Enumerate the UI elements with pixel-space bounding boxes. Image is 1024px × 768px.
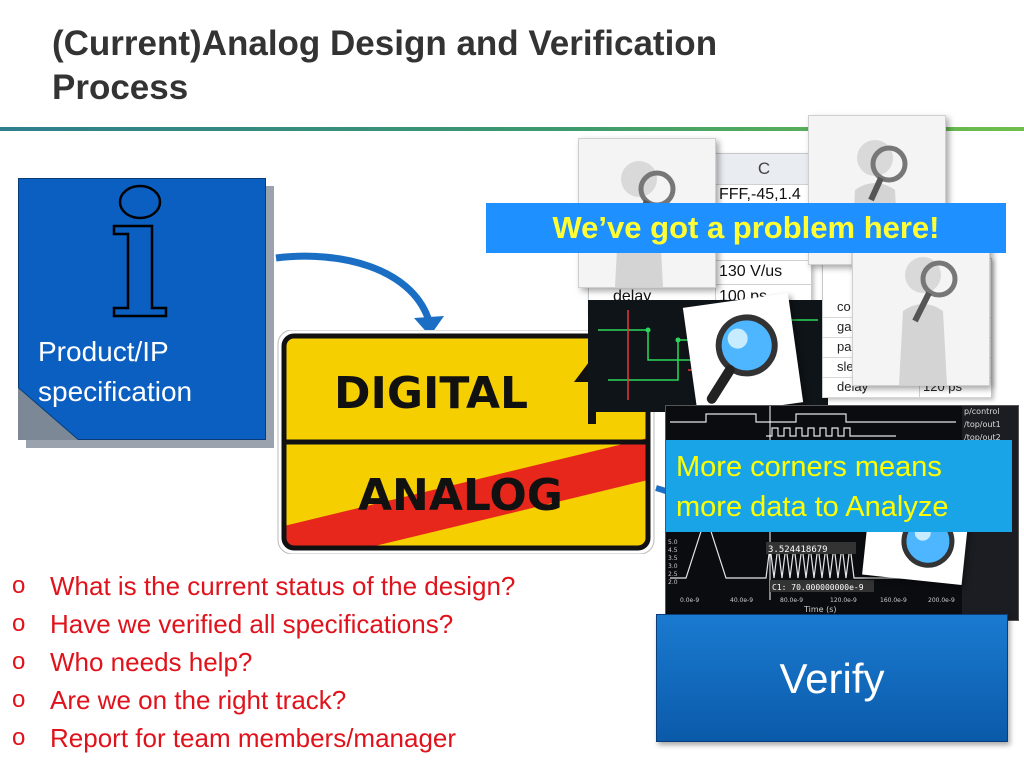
question-list: o What is the current status of the desig… bbox=[12, 567, 652, 757]
magnifier-icon bbox=[706, 314, 778, 404]
side-row-label: sle bbox=[837, 359, 854, 374]
value-label: 3.524418679 bbox=[768, 545, 828, 555]
x-tick: 0.0e-9 bbox=[680, 597, 699, 604]
question-text: Who needs help? bbox=[50, 647, 253, 677]
bullet-icon: o bbox=[12, 724, 26, 751]
list-item: o What is the current status of the desig… bbox=[12, 567, 652, 605]
cursor-label: C1: 70.000000000e-9 bbox=[772, 583, 864, 592]
title-line-1: (Current)Analog Design and Verification bbox=[52, 24, 718, 63]
y-tick: 4.5 bbox=[668, 547, 678, 554]
x-tick: 40.0e-9 bbox=[730, 597, 753, 604]
net-name: /top/out1 bbox=[964, 420, 1001, 429]
side-row-label: ga bbox=[837, 319, 852, 334]
y-tick: 3.5 bbox=[668, 555, 678, 562]
y-tick: 2.5 bbox=[668, 571, 678, 578]
corners-callout-line-2: more data to Analyze bbox=[676, 491, 949, 523]
spec-page-fold bbox=[18, 388, 78, 440]
digital-analog-road-sign: DIGITAL ANALOG bbox=[277, 330, 655, 554]
list-item: o Are we on the right track? bbox=[12, 681, 652, 719]
y-tick: 3.0 bbox=[668, 563, 678, 570]
bullet-icon: o bbox=[12, 648, 26, 675]
column-header: C bbox=[717, 154, 811, 185]
cell-slew: 130 V/us bbox=[719, 263, 783, 280]
side-row-label: pa bbox=[837, 339, 852, 354]
net-name: /top/out2 bbox=[964, 433, 1001, 442]
analyst-photo bbox=[852, 240, 990, 386]
question-text: Have we verified all specifications? bbox=[50, 609, 454, 639]
bullet-icon: o bbox=[12, 686, 26, 713]
corners-callout-line-1: More corners means bbox=[676, 451, 942, 483]
x-tick: 120.0e-9 bbox=[830, 597, 857, 604]
verify-button[interactable]: Verify bbox=[656, 614, 1008, 742]
spec-label-line-2: specification bbox=[38, 376, 193, 407]
list-item: o Report for team members/manager bbox=[12, 719, 652, 757]
magnifier-card bbox=[682, 293, 804, 417]
spec-label: Product/IP specification bbox=[38, 332, 263, 412]
list-item: o Who needs help? bbox=[12, 643, 652, 681]
person-magnifier-icon bbox=[899, 257, 958, 385]
question-text: Are we on the right track? bbox=[50, 685, 347, 715]
x-tick: 160.0e-9 bbox=[880, 597, 907, 604]
bullet-icon: o bbox=[12, 572, 26, 599]
title-line-2: Process bbox=[52, 68, 189, 107]
list-item: o Have we verified all specifications? bbox=[12, 605, 652, 643]
slide-title: (Current)Analog Design and Verification … bbox=[52, 22, 952, 110]
sign-digital-text: DIGITAL bbox=[334, 368, 528, 419]
y-tick: 2.0 bbox=[668, 579, 678, 586]
title-divider bbox=[0, 127, 1024, 131]
info-icon bbox=[112, 184, 168, 318]
cell-corner: FFF,-45,1.4 bbox=[719, 186, 801, 203]
bullet-icon: o bbox=[12, 610, 26, 637]
x-tick: 200.0e-9 bbox=[928, 597, 955, 604]
problem-callout: We’ve got a problem here! bbox=[486, 203, 1006, 253]
spec-label-line-1: Product/IP bbox=[38, 336, 169, 367]
sign-analog-text: ANALOG bbox=[358, 470, 563, 521]
corners-callout: More corners means more data to Analyze bbox=[666, 440, 1012, 532]
arrow-head-to-sign bbox=[414, 316, 444, 336]
x-tick: 80.0e-9 bbox=[780, 597, 803, 604]
net-name: p/control bbox=[964, 407, 1000, 416]
side-row-label: co bbox=[837, 299, 851, 314]
x-axis-label: Time (s) bbox=[803, 605, 837, 614]
question-text: Report for team members/manager bbox=[50, 723, 457, 753]
question-text: What is the current status of the design… bbox=[50, 571, 516, 601]
y-tick: 5.0 bbox=[668, 539, 678, 546]
